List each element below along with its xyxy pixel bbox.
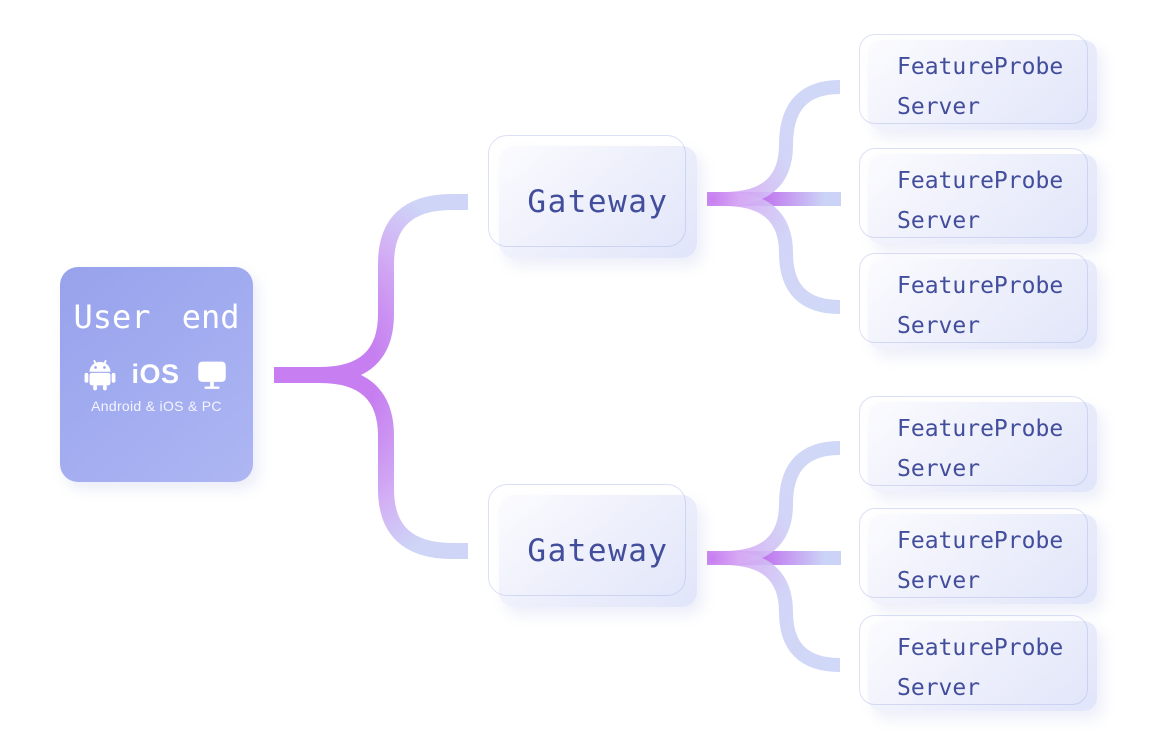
- featureprobe-server-node-3: FeatureProbe Server: [868, 259, 1097, 349]
- user-end-title: User end: [73, 298, 240, 336]
- gateway-label: Gateway: [527, 533, 669, 569]
- connector-userend-to-gateways: [274, 194, 468, 559]
- server-label-line1: FeatureProbe: [897, 416, 1064, 442]
- platform-icons-row: iOS: [60, 357, 253, 391]
- server-label-line2: Server: [897, 94, 981, 120]
- server-label-line1: FeatureProbe: [897, 528, 1064, 554]
- server-label-line2: Server: [897, 208, 981, 234]
- gateway-node-2: Gateway: [499, 495, 697, 607]
- server-label-line1: FeatureProbe: [897, 273, 1064, 299]
- featureprobe-server-node-5: FeatureProbe Server: [868, 514, 1097, 604]
- connector-gateway2-to-servers: [707, 441, 841, 672]
- connector-gateway1-to-servers: [707, 80, 841, 314]
- server-label-line2: Server: [897, 313, 981, 339]
- android-icon: [82, 357, 118, 391]
- ios-label: iOS: [131, 358, 180, 389]
- server-label-line1: FeatureProbe: [897, 635, 1064, 661]
- featureprobe-server-node-4: FeatureProbe Server: [868, 402, 1097, 492]
- user-end-caption: Android & iOS & PC: [91, 398, 222, 414]
- featureprobe-server-node-1: FeatureProbe Server: [868, 40, 1097, 130]
- server-label-line2: Server: [897, 675, 981, 701]
- server-label-line1: FeatureProbe: [897, 54, 1064, 80]
- server-label-line1: FeatureProbe: [897, 168, 1064, 194]
- featureprobe-server-node-6: FeatureProbe Server: [868, 621, 1097, 711]
- pc-monitor-icon: [193, 357, 231, 391]
- gateway-label: Gateway: [527, 184, 669, 220]
- gateway-node-1: Gateway: [499, 146, 697, 258]
- server-label-line2: Server: [897, 456, 981, 482]
- server-label-line2: Server: [897, 568, 981, 594]
- featureprobe-server-node-2: FeatureProbe Server: [868, 154, 1097, 244]
- user-end-node: User end: [60, 267, 253, 482]
